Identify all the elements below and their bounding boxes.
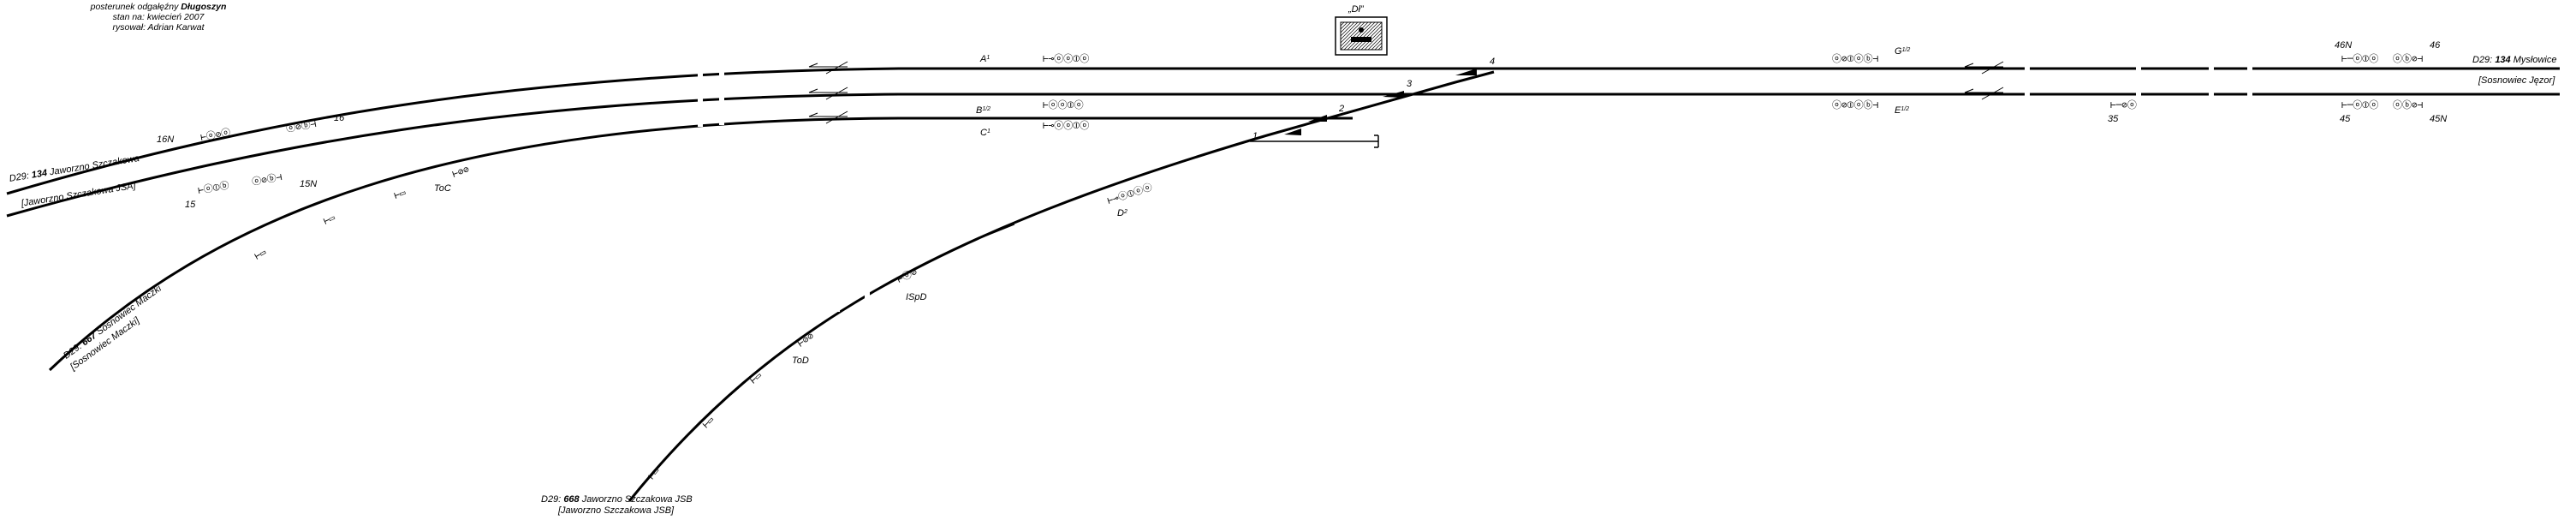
signal-16N-glyph: ⊢ⓞ⊘ⓞ: [199, 127, 231, 143]
signal-G: ⓞ⊘⦶ⓞⓑ⊣ G1/2: [1832, 46, 1910, 64]
station-name: Długoszyn: [181, 2, 227, 12]
signal-15-glyph: ⊢ⓞ⦶ⓑ: [197, 180, 229, 196]
signal-ISpD-glyph: ⊢ⓞ⊘: [895, 266, 919, 285]
signal-G-label: G1/2: [1895, 46, 1910, 57]
direction-arrows: [808, 61, 2004, 241]
signal-45N-label: 45N: [2430, 114, 2447, 124]
signal-16N-label: 16N: [157, 134, 174, 145]
signal-45N-glyph: ⓞⓑ⊘⊣: [2393, 99, 2423, 111]
signal-A-glyph: ⊢⊸ⓞⓞ⦶ⓞ: [1043, 53, 1089, 64]
signal-mid-aux-glyph: ⊢▭: [322, 212, 337, 227]
station-building: [1335, 16, 1388, 56]
signal-46N-label: 46N: [2335, 40, 2352, 51]
signal-15N-label: 15N: [300, 179, 317, 189]
signal-ToD-glyph: ⊢⊘⊘: [795, 330, 816, 349]
signal-G-glyph: ⓞ⊘⦶ⓞⓑ⊣: [1832, 53, 1878, 64]
signal-45-glyph: ⊢─ⓞ⦶ⓞ: [2341, 99, 2378, 111]
signal-35-glyph: ⊢─⊘ⓞ: [2110, 99, 2137, 111]
endpoint-right: D29: 134 Mysłowice: [2472, 55, 2557, 65]
signal-A-label: A1: [979, 54, 990, 64]
signal-B-label: B1/2: [976, 105, 991, 116]
signal-ToC-glyph: ⊢⊘⊘: [451, 164, 471, 180]
signal-jsb-aux-glyph: ⊢▭: [748, 370, 764, 386]
signal-mid-aux2-glyph: ⊢▭: [253, 247, 268, 262]
header-prefix: posterunek odgałęźny: [90, 2, 179, 12]
signal-A: ⊢⊸ⓞⓞ⦶ⓞ A1: [979, 53, 1089, 64]
signal-D: ⊢⊸ⓞ⦶ⓞⓞ D2: [1106, 182, 1154, 218]
track-branch-maczki: [48, 117, 1353, 372]
switch-frogs: [1284, 69, 1477, 135]
signal-46N-glyph: ⊢─ⓞ⦶ⓞ: [2341, 53, 2378, 64]
endpoint-bottom-sub: [Jaworzno Szczakowa JSB]: [558, 505, 675, 516]
signal-E: ⓞ⊘⦶ⓞⓑ⊣ E1/2: [1832, 99, 1909, 116]
signal-15-label: 15: [185, 200, 196, 210]
signal-46-label: 46: [2430, 40, 2441, 51]
signal-E-glyph: ⓞ⊘⦶ⓞⓑ⊣: [1832, 99, 1878, 111]
header-line-3: rysował: Adrian Karwat: [112, 22, 205, 33]
endpoint-right-sub: [Sosnowiec Jęzor]: [2478, 75, 2555, 86]
signal-ToC-label: ToC: [434, 183, 451, 194]
header-block: posterunek odgałęźny Długoszyn stan na: …: [77, 2, 240, 33]
switch-2-label: 2: [1338, 104, 1344, 114]
signal-46-glyph: ⓞⓑ⊘⊣: [2393, 53, 2423, 64]
signal-16-label: 16: [334, 113, 345, 123]
signal-E-label: E1/2: [1895, 105, 1909, 116]
signal-B-glyph: ⊢ⓞⓞ⦶ⓞ: [1043, 99, 1084, 111]
track-gaps: [698, 58, 2252, 312]
signal-jsb-aux2-glyph: ⊢▭: [700, 414, 717, 430]
signal-D-label: D2: [1117, 208, 1127, 218]
switch-3-label: 3: [1407, 79, 1413, 89]
signal-ToC-aux-glyph: ⊢▭: [393, 187, 408, 201]
track-main-1: [6, 67, 2560, 195]
signal-C-label: C1: [980, 128, 991, 138]
switch-4-label: 4: [1490, 57, 1495, 67]
signal-15N-glyph: ⓞ⊘ⓑ⊣: [251, 171, 283, 188]
signal-C: ⊢⊸ⓞⓞ⦶ⓞ C1: [980, 120, 1089, 138]
header-line-1: posterunek odgałęźny Długoszyn: [77, 2, 240, 12]
signal-B: ⊢ⓞⓞ⦶ⓞ B1/2: [976, 99, 1084, 116]
endpoint-bottom: D29: 668 Jaworzno Szczakowa JSB: [541, 494, 693, 505]
track-stub: [1250, 134, 1379, 148]
signal-45-label: 45: [2340, 114, 2351, 124]
track-main-2: [6, 93, 2560, 218]
header-line-2: stan na: kwiecień 2007: [112, 12, 205, 22]
track-branch-jsb: [628, 70, 1495, 502]
signal-35-label: 35: [2108, 114, 2119, 124]
switch-1-label: 1: [1252, 131, 1258, 141]
station-building-label: „Dł”: [1347, 4, 1365, 15]
signal-C-glyph: ⊢⊸ⓞⓞ⦶ⓞ: [1043, 120, 1089, 131]
signal-ToD-label: ToD: [792, 356, 809, 366]
signal-16-glyph: ⓞ⊘ⓑ⊣: [285, 118, 317, 134]
signal-ISpD-label: ISpD: [906, 292, 927, 302]
